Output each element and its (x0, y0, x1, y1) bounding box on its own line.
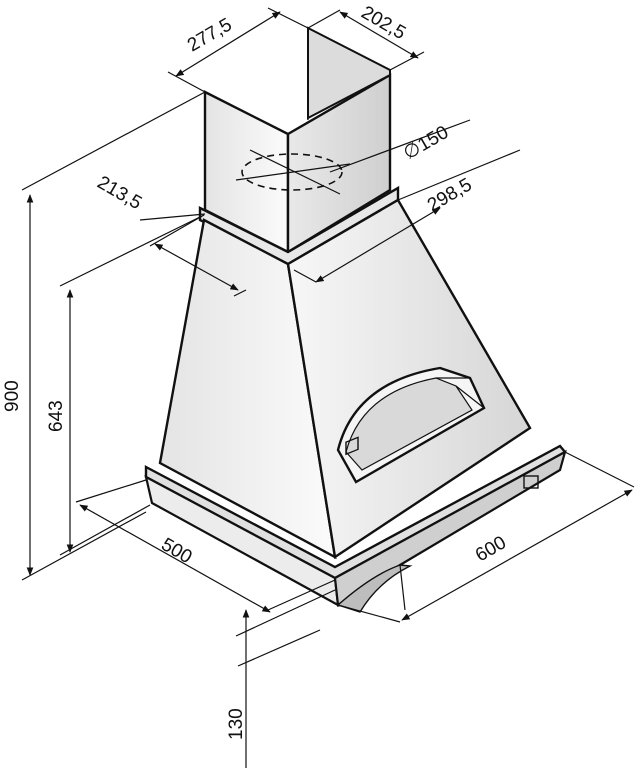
dim-bottom-width: 600 (472, 532, 510, 566)
dim-hood-height: 643 (46, 400, 67, 432)
chimney-right-face (286, 72, 392, 255)
chimney (203, 26, 392, 255)
dim-top-depth: 213,5 (94, 172, 146, 214)
dim-chimney-width: 277,5 (184, 14, 236, 56)
dim-top-width: 298,5 (424, 174, 476, 216)
dim-bottom-depth: 500 (158, 534, 196, 568)
duct-outlet-circle (241, 153, 343, 191)
hood-body (158, 198, 532, 560)
dimension-lines (21, 7, 635, 768)
dim-base-height: 130 (226, 708, 247, 740)
dim-total-height: 900 (2, 380, 23, 412)
dim-duct-diameter: ∅150 (400, 122, 452, 164)
